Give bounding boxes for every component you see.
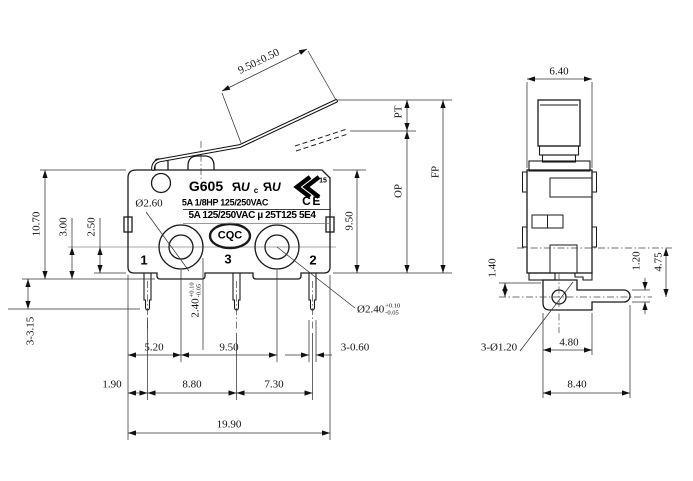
cqc-ring [208, 222, 252, 250]
dim-1-40: 1.40 [486, 258, 499, 278]
dim-2-50: 2.50 [85, 217, 98, 237]
dim-hole-3-1-20: 3-Ø1.20 [480, 341, 518, 354]
terminal-2-label: 2 [309, 252, 317, 268]
side-centerlines [499, 247, 672, 333]
side-plunger [537, 99, 581, 147]
dim-height-left: 10.70 [30, 211, 43, 237]
side-body [526, 169, 593, 274]
terminal-3-label: 3 [224, 251, 232, 267]
ce-mark: CE [302, 194, 322, 208]
side-collar [528, 160, 591, 172]
dim-4-80: 4.80 [559, 336, 579, 349]
side-terminal [542, 279, 631, 311]
front-dimension-lines [8, 48, 452, 440]
pivot-hole [150, 172, 172, 194]
switch-body-outline [127, 169, 331, 280]
dim-9-50-bottom: 9.50 [219, 341, 239, 354]
cqc-mark: CQC [217, 229, 243, 242]
dim-pin-dia: Ø2.40+0.10-0.05 [357, 302, 401, 316]
body-ear-right [325, 216, 335, 233]
rating-line-2: 5A 125/250VAC µ 25T125 5E4 [188, 210, 316, 221]
dim-6-40: 6.40 [549, 65, 569, 78]
dim-pin-length: 3-3.15 [24, 316, 37, 346]
dim-height-right: 9.50 [343, 211, 356, 231]
dim-pin-2-40: 2.40+0.10-0.05 [188, 282, 203, 318]
side-dimension-lines [499, 76, 669, 398]
dim-pt: PT [392, 105, 405, 119]
dim-8-80: 8.80 [182, 378, 202, 391]
dim-19-90: 19.90 [216, 418, 242, 431]
plunger-dome [187, 155, 215, 170]
body-ear-left [123, 216, 133, 233]
en-cert-number: 15 [319, 177, 327, 185]
dim-4-75: 4.75 [652, 252, 665, 272]
side-view [499, 99, 672, 333]
dim-hole-dia: Ø2.60 [135, 197, 163, 210]
dim-7-30: 7.30 [264, 378, 284, 391]
ul-recognized-icon: RU [233, 180, 249, 194]
dim-op: OP [392, 183, 405, 199]
en-chevron-icon [293, 175, 321, 199]
lever-arm [151, 99, 338, 171]
rating-line-1: 5A 1/8HP 125/250VAC [181, 197, 269, 208]
mounting-hole-left [158, 224, 204, 270]
dim-3-0-60: 3-0.60 [340, 341, 370, 354]
dim-fp: FP [429, 165, 442, 179]
dim-1-90: 1.90 [102, 378, 122, 391]
terminal-1-label: 1 [140, 252, 148, 268]
dim-1-20: 1.20 [630, 251, 643, 271]
dim-5-20: 5.20 [144, 341, 164, 354]
dim-8-40: 8.40 [567, 378, 587, 391]
dim-3-00: 3.00 [57, 217, 70, 237]
c-mark: c [253, 186, 259, 195]
front-view [68, 99, 349, 331]
cul-recognized-icon: RU [264, 180, 280, 194]
solder-pins [143, 273, 317, 311]
mounting-hole-right [254, 224, 300, 270]
model-label: G605 [188, 178, 224, 194]
lever-pressed-dashed [294, 128, 349, 152]
